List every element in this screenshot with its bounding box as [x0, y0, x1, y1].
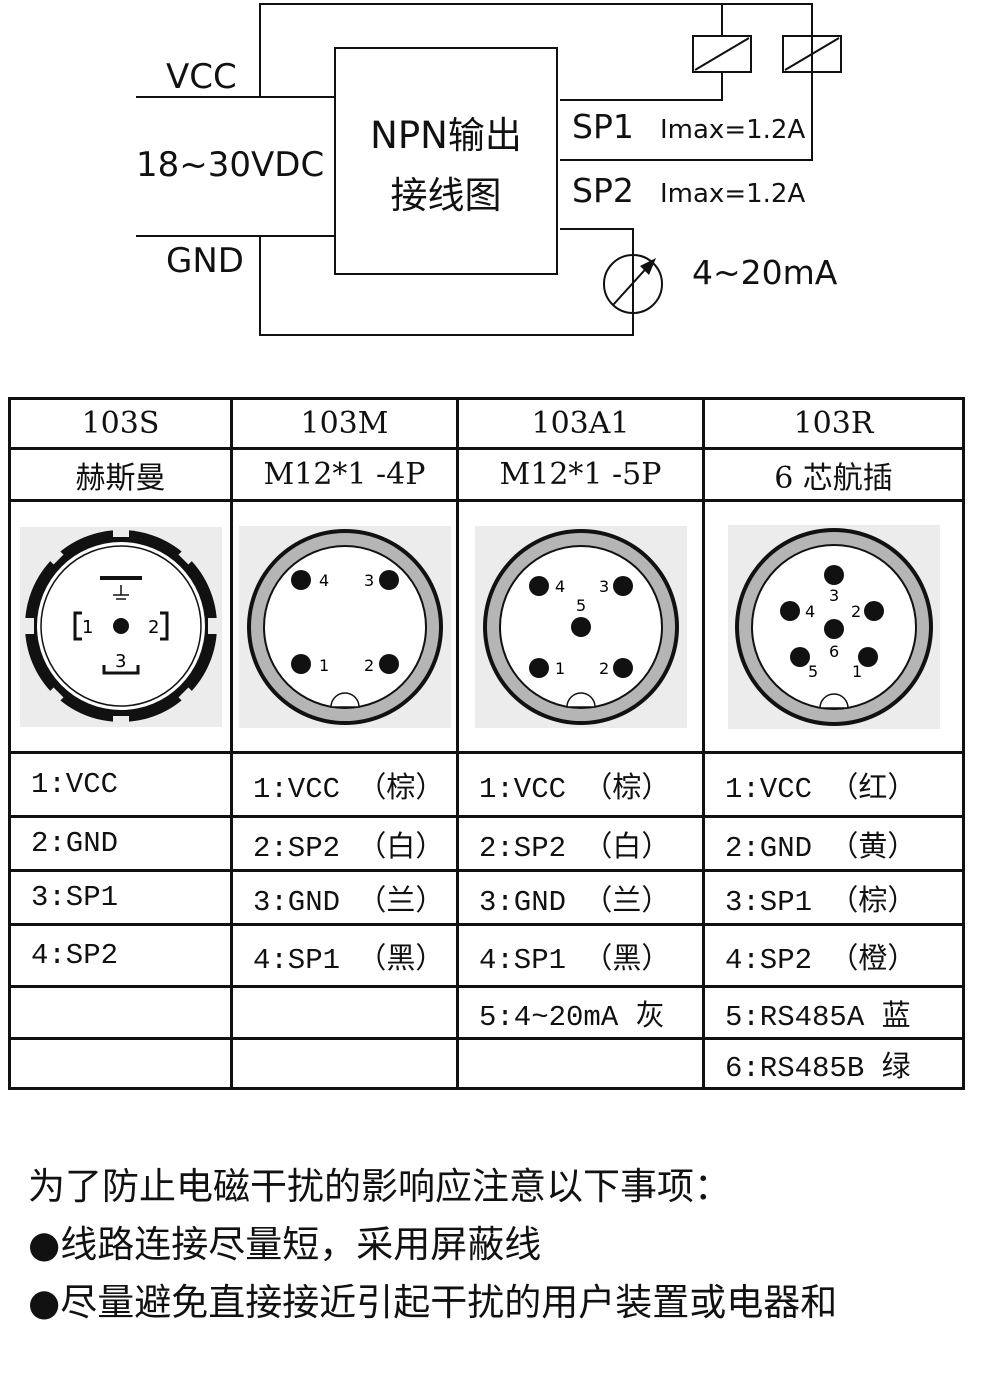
sp2-label: SP2	[572, 171, 634, 210]
m12-4p-cell: 1 2 3 4	[230, 499, 459, 754]
pin-number: 1	[555, 659, 565, 678]
pin-number: 6	[829, 642, 839, 661]
pin-cell	[230, 985, 459, 1040]
emi-notes: 为了防止电磁干扰的影响应注意以下事项： ●线路连接尽量短，采用屏蔽线 ●尽量避免…	[28, 1158, 998, 1332]
m12-5p-connector-icon: 1 2 3 4 5	[474, 525, 687, 728]
pin-number: 2	[599, 659, 609, 678]
connector-row: 赫斯曼 M12*1 -4P M12*1 -5P 6 芯航插	[8, 447, 965, 502]
connector-image-row: 1 2 3 1 2 3 4	[8, 499, 965, 754]
notes-item: ●尽量避免直接接近引起干扰的用户装置或电器和	[28, 1281, 838, 1324]
table-row: 5:4~20mA 灰 5:RS485A 蓝	[8, 985, 965, 1040]
aviation-6p-cell: 1 2 3 4 5 6	[702, 499, 965, 754]
table-row: 3:SP1 3:GND （兰） 3:GND （兰） 3:SP1 （棕）	[8, 869, 965, 926]
sp2-wire	[136, 228, 634, 336]
pin-cell: 1:VCC （红）	[702, 751, 965, 818]
pin-number: 3	[115, 651, 126, 672]
pin-number: 2	[851, 602, 861, 621]
pin-cell: 2:SP2 （白）	[230, 815, 459, 872]
pin-number: 2	[364, 656, 374, 675]
pin-number: 5	[808, 662, 818, 681]
pin-number: 1	[319, 656, 329, 675]
pin-cell: 2:GND	[8, 815, 233, 872]
connector-hirschmann: 赫斯曼	[8, 447, 233, 502]
notes-item: ●线路连接尽量短，采用屏蔽线	[28, 1223, 542, 1266]
pin-cell: 6:RS485B 绿	[702, 1037, 965, 1090]
pin-cell: 1:VCC （棕）	[230, 751, 459, 818]
npn-box	[334, 47, 558, 275]
table-row: 4:SP2 4:SP1 （黑） 4:SP1 （黑） 4:SP2 （橙）	[8, 923, 965, 988]
pin-cell: 2:GND （黄）	[702, 815, 965, 872]
pin-number: 5	[576, 596, 586, 615]
model-103s: 103S	[8, 397, 233, 450]
table-row: 1:VCC 1:VCC （棕） 1:VCC （棕） 1:VCC （红）	[8, 751, 965, 818]
npn-wiring-diagram: VCC 18~30VDC GND NPN输出 接线图 SP1 Imax=1.2A…	[136, 3, 842, 336]
pin-cell: 4:SP1 （黑）	[230, 923, 459, 988]
table-row: 6:RS485B 绿	[8, 1037, 965, 1090]
pin-number: 4	[555, 577, 565, 596]
model-103r: 103R	[702, 397, 965, 450]
pinout-table: 103S 103M 103A1 103R 赫斯曼 M12*1 -4P M12*1…	[8, 397, 965, 1090]
pin-number: 1	[82, 617, 93, 638]
model-row: 103S 103M 103A1 103R	[8, 397, 965, 450]
pin-cell: 3:SP1	[8, 869, 233, 926]
model-103m: 103M	[230, 397, 459, 450]
pin-cell: 4:SP2	[8, 923, 233, 988]
hirschmann-cell: 1 2 3	[8, 499, 233, 754]
pin-cell	[8, 985, 233, 1040]
pin-cell: 5:RS485A 蓝	[702, 985, 965, 1040]
vcc-wire	[136, 3, 813, 161]
m12-5p-cell: 1 2 3 4 5	[456, 499, 705, 754]
pin-cell: 3:GND （兰）	[230, 869, 459, 926]
pin-cell: 2:SP2 （白）	[456, 815, 705, 872]
pin-number: 3	[364, 571, 374, 590]
model-103a1: 103A1	[456, 397, 705, 450]
pin-cell: 1:VCC （棕）	[456, 751, 705, 818]
sp2-current: Imax=1.2A	[660, 179, 805, 209]
pin-cell	[456, 1037, 705, 1090]
hirschmann-connector-icon: 1 2 3	[19, 526, 222, 727]
vcc-label: VCC	[166, 57, 237, 97]
pin-cell	[230, 1037, 459, 1090]
pin-number: 4	[805, 602, 815, 621]
box-title-line2: 接线图	[391, 174, 502, 217]
pin-number: 3	[829, 586, 839, 605]
voltage-label: 18~30VDC	[136, 145, 324, 185]
pin-number: 2	[148, 617, 159, 638]
pin-cell: 3:GND （兰）	[456, 869, 705, 926]
sp1-label: SP1	[572, 107, 634, 146]
ammeter-icon	[603, 254, 663, 314]
pin-cell: 5:4~20mA 灰	[456, 985, 705, 1040]
table-row: 2:GND 2:SP2 （白） 2:SP2 （白） 2:GND （黄）	[8, 815, 965, 872]
gnd-label: GND	[166, 241, 244, 281]
pin-cell: 3:SP1 （棕）	[702, 869, 965, 926]
pin-number: 3	[599, 577, 609, 596]
sp1-current: Imax=1.2A	[660, 115, 805, 145]
aviation-6p-connector-icon: 1 2 3 4 5 6	[727, 524, 940, 729]
pin-cell	[8, 1037, 233, 1090]
pin-cell: 4:SP1 （黑）	[456, 923, 705, 988]
m12-4p-connector-icon: 1 2 3 4	[238, 525, 451, 728]
pin-number: 4	[319, 571, 329, 590]
connector-m12-4p: M12*1 -4P	[230, 447, 459, 502]
pin-number: 1	[852, 662, 862, 681]
notes-heading: 为了防止电磁干扰的影响应注意以下事项：	[28, 1165, 731, 1208]
box-title-line1: NPN输出	[370, 114, 522, 157]
analog-label: 4~20mA	[692, 253, 838, 292]
pin-cell: 1:VCC	[8, 751, 233, 818]
pin-cell: 4:SP2 （橙）	[702, 923, 965, 988]
connector-m12-5p: M12*1 -5P	[456, 447, 705, 502]
connector-aviation-6p: 6 芯航插	[702, 447, 965, 502]
